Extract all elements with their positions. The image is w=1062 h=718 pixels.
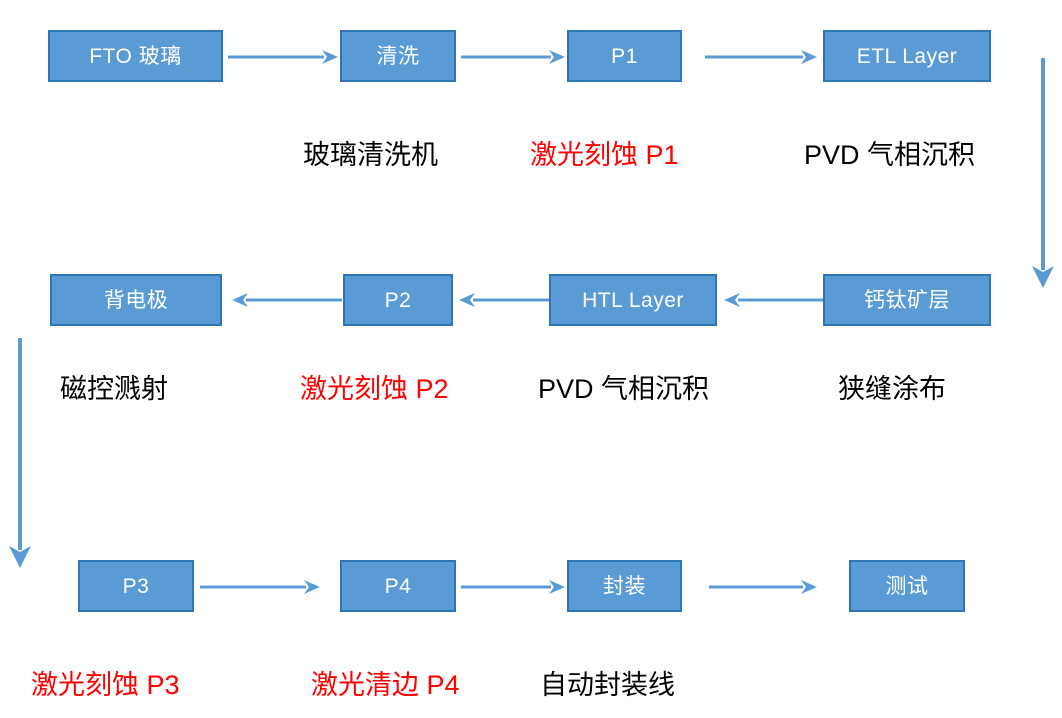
caption-laser-etch-p1: 激光刻蚀 P1 <box>530 142 679 169</box>
caption-laser-etch-p3: 激光刻蚀 P3 <box>31 672 180 699</box>
node-htl-layer[interactable]: HTL Layer <box>549 274 717 326</box>
node-encapsulation[interactable]: 封装 <box>567 560 682 612</box>
caption-glass-washer: 玻璃清洗机 <box>303 142 438 169</box>
caption-text: 自动封装线 <box>540 670 675 700</box>
node-label: 封装 <box>603 574 646 598</box>
arrow-fto-to-cleaning <box>228 50 338 64</box>
caption-text: 狭缝涂布 <box>838 374 946 404</box>
caption-text: 激光刻蚀 P3 <box>31 670 180 700</box>
caption-laser-edge-clean-p4: 激光清边 P4 <box>311 672 460 699</box>
node-label: 背电极 <box>103 288 169 312</box>
vertical-arrow-down-left <box>9 338 31 568</box>
caption-text: 激光刻蚀 P2 <box>300 374 449 404</box>
caption-magnetron-sputtering: 磁控溅射 <box>60 376 168 403</box>
node-label: P4 <box>384 574 412 598</box>
arrow-encapsulation-to-testing <box>709 580 817 594</box>
caption-pvd-1: PVD 气相沉积 <box>804 142 975 169</box>
node-testing[interactable]: 测试 <box>849 560 965 612</box>
node-label: P1 <box>611 44 638 68</box>
node-label: P2 <box>384 288 412 312</box>
node-fto-glass[interactable]: FTO 玻璃 <box>48 30 223 82</box>
node-p3[interactable]: P3 <box>78 560 194 612</box>
node-back-electrode[interactable]: 背电极 <box>50 274 222 326</box>
caption-text: 玻璃清洗机 <box>303 140 438 170</box>
caption-text: 磁控溅射 <box>60 374 168 404</box>
node-label: HTL Layer <box>582 288 684 312</box>
caption-text: PVD 气相沉积 <box>804 140 976 170</box>
caption-auto-encapsulation-line: 自动封装线 <box>540 672 675 699</box>
arrow-p1-to-etl <box>705 50 817 64</box>
node-etl-layer[interactable]: ETL Layer <box>823 30 991 82</box>
arrow-htl-to-p2 <box>459 293 551 307</box>
caption-pvd-2: PVD 气相沉积 <box>538 376 709 403</box>
caption-laser-etch-p2: 激光刻蚀 P2 <box>300 376 449 403</box>
caption-text: 激光清边 P4 <box>311 670 460 700</box>
arrow-cleaning-to-p1 <box>461 50 565 64</box>
caption-text: 激光刻蚀 P1 <box>530 140 679 170</box>
caption-text: PVD 气相沉积 <box>538 374 710 404</box>
arrow-p3-to-p4 <box>200 580 320 594</box>
node-label: ETL Layer <box>856 44 958 68</box>
node-perovskite-layer[interactable]: 钙钛矿层 <box>823 274 991 326</box>
arrow-perovskite-to-htl <box>724 293 824 307</box>
node-p2[interactable]: P2 <box>343 274 453 326</box>
node-p1[interactable]: P1 <box>567 30 682 82</box>
node-cleaning[interactable]: 清洗 <box>340 30 456 82</box>
node-label: 清洗 <box>376 44 420 68</box>
arrow-p4-to-encapsulation <box>461 580 565 594</box>
node-label: FTO 玻璃 <box>89 44 182 68</box>
node-label: 测试 <box>885 574 929 598</box>
arrow-p2-to-back-electrode <box>232 293 342 307</box>
node-label: 钙钛矿层 <box>864 288 950 312</box>
node-p4[interactable]: P4 <box>340 560 456 612</box>
vertical-arrow-down-right <box>1032 58 1054 288</box>
node-label: P3 <box>122 574 150 598</box>
caption-slot-die-coating: 狭缝涂布 <box>838 376 946 403</box>
